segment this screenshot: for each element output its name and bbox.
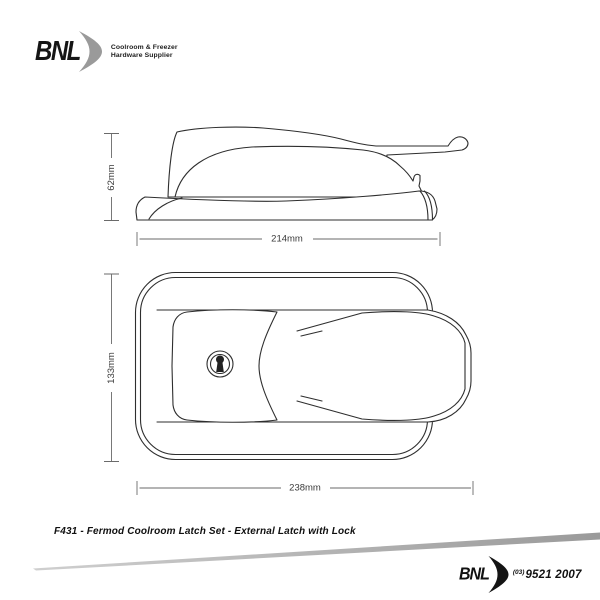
top-handle-tick-marks (300, 330, 323, 402)
header-brand: BNL Coolroom & Freezer Hardware Supplier (35, 31, 178, 72)
footer-brand: BNL (03) 9521 2007 (459, 556, 582, 593)
footer-phone-number: 9521 2007 (525, 568, 582, 581)
side-height-dim-label: 62mm (106, 164, 117, 190)
side-cover-outline (174, 145, 425, 198)
top-view-dimensions: 133mm 238mm (104, 273, 474, 495)
bnl-logo-text: BNL (35, 35, 81, 67)
header-tagline: Coolroom & Freezer Hardware Supplier (111, 44, 178, 59)
bnl-swoosh-icon (78, 31, 102, 72)
top-handle-outline (296, 311, 466, 421)
footer-swoosh-stripe (33, 532, 600, 571)
top-height-dim-line (104, 273, 119, 462)
side-base-right-edges (419, 190, 434, 221)
footer-phone-area-code: (03) (512, 569, 525, 576)
footer-bnl-logo-text: BNL (459, 564, 490, 584)
side-height-dim-line (104, 133, 119, 221)
tagline-line-1: Coolroom & Freezer (110, 43, 178, 51)
side-base-outline (135, 190, 438, 221)
side-base-left-curve (148, 197, 183, 220)
side-view-drawing (135, 126, 469, 221)
side-view-dimensions: 62mm 214mm (104, 133, 441, 246)
top-width-dim-line (136, 481, 474, 495)
top-view-drawing (134, 271, 473, 461)
product-caption: F431 - Fermod Coolroom Latch Set - Exter… (54, 526, 356, 537)
keyhole-icon (216, 355, 224, 372)
lock-cylinder-inner (209, 353, 231, 375)
side-width-dim-label: 214mm (271, 234, 303, 245)
top-width-dim-label: 238mm (289, 483, 321, 494)
side-width-dim-line (136, 232, 441, 246)
top-height-dim-label: 133mm (106, 352, 117, 384)
footer-bnl-swoosh-icon (488, 556, 509, 593)
tagline-line-2: Hardware Supplier (110, 51, 173, 59)
top-cover-outline (156, 309, 472, 423)
